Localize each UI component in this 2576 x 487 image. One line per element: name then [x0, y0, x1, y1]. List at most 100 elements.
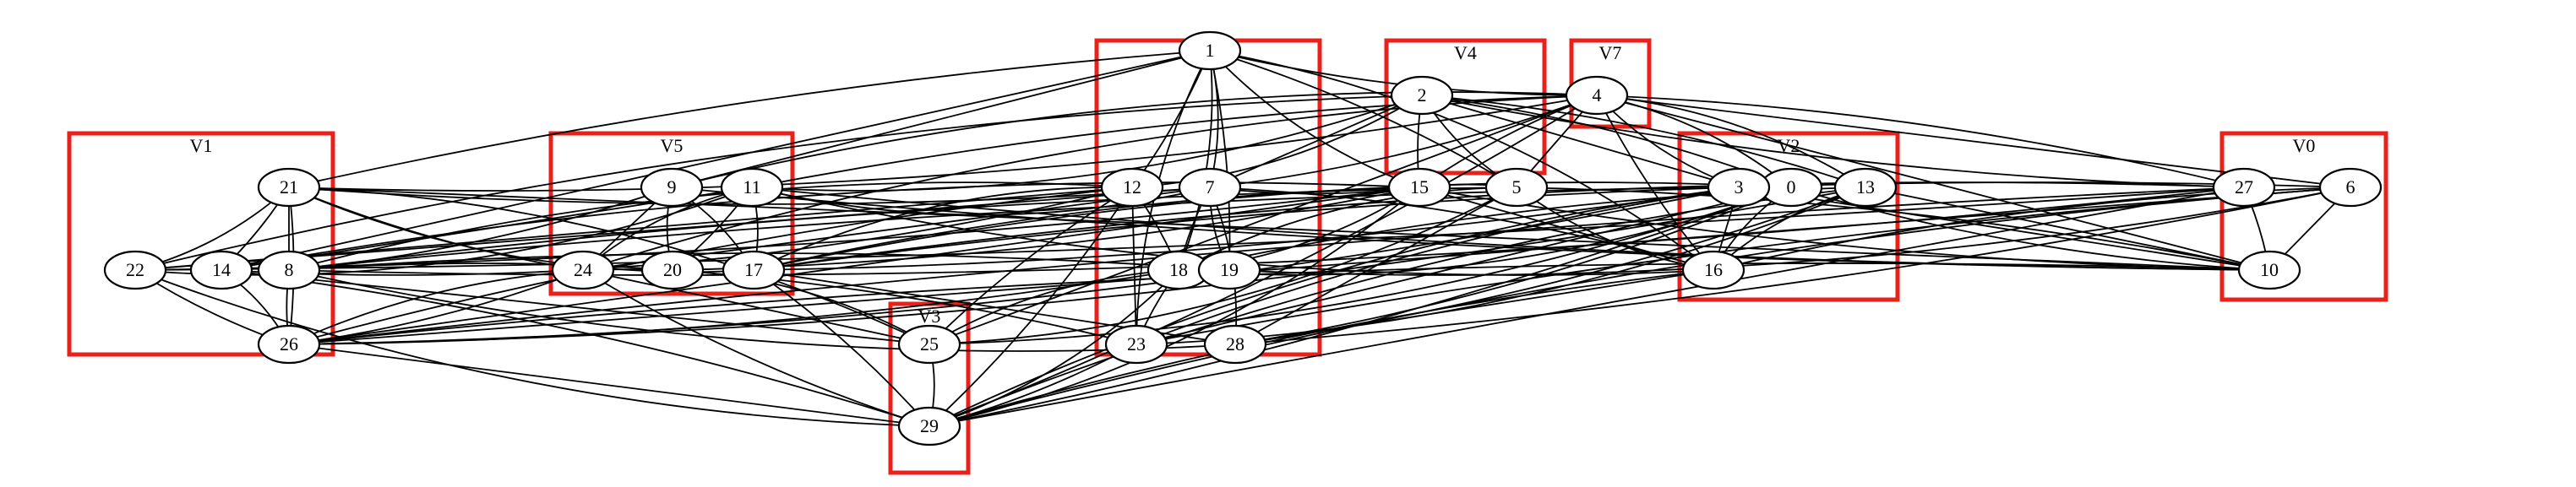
- node-shape: [551, 250, 615, 290]
- node-label: 24: [574, 259, 592, 280]
- edge-4-16: [1596, 95, 1714, 271]
- node-shape: [1484, 167, 1549, 208]
- node-shape: [722, 250, 786, 290]
- cluster-v7: V7: [1569, 38, 1652, 129]
- edge-6-29: [929, 187, 2351, 427]
- edge-10-26: [288, 262, 2270, 345]
- edge-6-23: [1136, 187, 2351, 345]
- edge-4-21: [288, 95, 1598, 192]
- edge-27-26: [288, 187, 2245, 345]
- edge-18-29: [929, 269, 1179, 427]
- node-label: 5: [1512, 176, 1522, 198]
- node-19: 19: [1197, 250, 1261, 290]
- node-label: 6: [2346, 176, 2355, 198]
- node-label: 17: [744, 259, 763, 280]
- edge-20-26: [288, 268, 673, 345]
- node-shape: [1387, 167, 1451, 208]
- edge-18-26: [288, 269, 1179, 345]
- edge-1-19: [1209, 50, 1231, 271]
- node-label: 20: [663, 259, 682, 280]
- cluster-v1: V1: [67, 131, 335, 357]
- node-label: 9: [667, 176, 677, 198]
- node-label: 3: [1735, 176, 1744, 198]
- node-shape: [257, 167, 321, 208]
- node-17: 17: [722, 250, 786, 290]
- edge-6-17: [753, 181, 2351, 271]
- edge-0-17: [753, 181, 1792, 271]
- edge-1-21: [288, 50, 1211, 188]
- node-shape: [2212, 167, 2276, 208]
- node-shape: [103, 250, 167, 290]
- edge-1-14: [221, 50, 1211, 271]
- edge-2-3: [1421, 95, 1740, 188]
- edge-17-28: [753, 269, 1236, 345]
- edge-6-26: [288, 187, 2351, 345]
- node-shape: [1178, 30, 1242, 71]
- node-14: 14: [189, 250, 253, 290]
- node-shape: [257, 324, 321, 365]
- edge-24-26: [288, 269, 584, 345]
- edge-27-29: [929, 187, 2245, 427]
- node-26: 26: [257, 324, 321, 365]
- node-29: 29: [897, 406, 961, 446]
- cluster-border: [548, 131, 795, 296]
- cluster-border: [2219, 131, 2388, 302]
- node-24: 24: [551, 250, 615, 290]
- edge-2-7: [1209, 95, 1423, 188]
- node-28: 28: [1203, 324, 1267, 365]
- edge-21-10: [288, 187, 2270, 271]
- cluster-border: [67, 131, 335, 357]
- node-2: 2: [1390, 75, 1454, 116]
- edge-4-29: [929, 95, 1598, 427]
- node-label: 16: [1704, 259, 1723, 280]
- node-10: 10: [2237, 250, 2301, 290]
- edge-16-29: [929, 269, 1714, 427]
- node-label: 13: [1856, 176, 1875, 198]
- edge-22-29: [134, 269, 930, 427]
- node-label: 19: [1220, 259, 1239, 280]
- edge-1-9: [671, 50, 1211, 188]
- edge-18-25: [929, 269, 1179, 345]
- node-12: 12: [1100, 167, 1164, 208]
- node-label: 8: [285, 259, 294, 280]
- node-label: 4: [1593, 84, 1602, 106]
- node-label: 25: [920, 333, 939, 354]
- edge-16-28: [1234, 269, 1714, 345]
- node-8: 8: [257, 250, 321, 290]
- edge-14-25: [221, 269, 930, 345]
- node-shape: [1681, 250, 1745, 290]
- cluster-border: [1569, 38, 1652, 129]
- edge-2-22: [134, 95, 1423, 271]
- edge-8-28: [288, 269, 1236, 352]
- edge-4-11: [751, 95, 1598, 188]
- edge-12-25: [929, 187, 1133, 345]
- node-3: 3: [1707, 167, 1771, 208]
- node-label: 10: [2260, 259, 2279, 280]
- edge-4-25: [929, 95, 1598, 345]
- edge-24-29: [582, 269, 930, 427]
- cluster-v0: V0: [2219, 131, 2388, 302]
- node-13: 13: [1833, 167, 1898, 208]
- node-shape: [2318, 167, 2383, 208]
- node-5: 5: [1484, 167, 1549, 208]
- node-label: 23: [1127, 333, 1146, 354]
- node-shape: [1390, 75, 1454, 116]
- edge-6-28: [1234, 187, 2351, 345]
- node-shape: [1197, 250, 1261, 290]
- cluster-label: V4: [1454, 42, 1477, 63]
- cluster-label: V5: [661, 135, 683, 156]
- node-label: 26: [280, 333, 298, 354]
- edge-6-19: [1228, 187, 2351, 276]
- edge-24-25: [582, 269, 930, 345]
- edge-15-26: [288, 187, 1420, 345]
- node-shape: [189, 250, 253, 290]
- edge-14-29: [221, 269, 930, 427]
- cluster-label: V0: [2293, 135, 2316, 156]
- node-23: 23: [1104, 324, 1168, 365]
- node-shape: [640, 167, 704, 208]
- edge-3-17: [753, 187, 1740, 271]
- edge-4-7: [1209, 95, 1598, 188]
- edge-27-22: [134, 187, 2245, 271]
- node-shape: [257, 250, 321, 290]
